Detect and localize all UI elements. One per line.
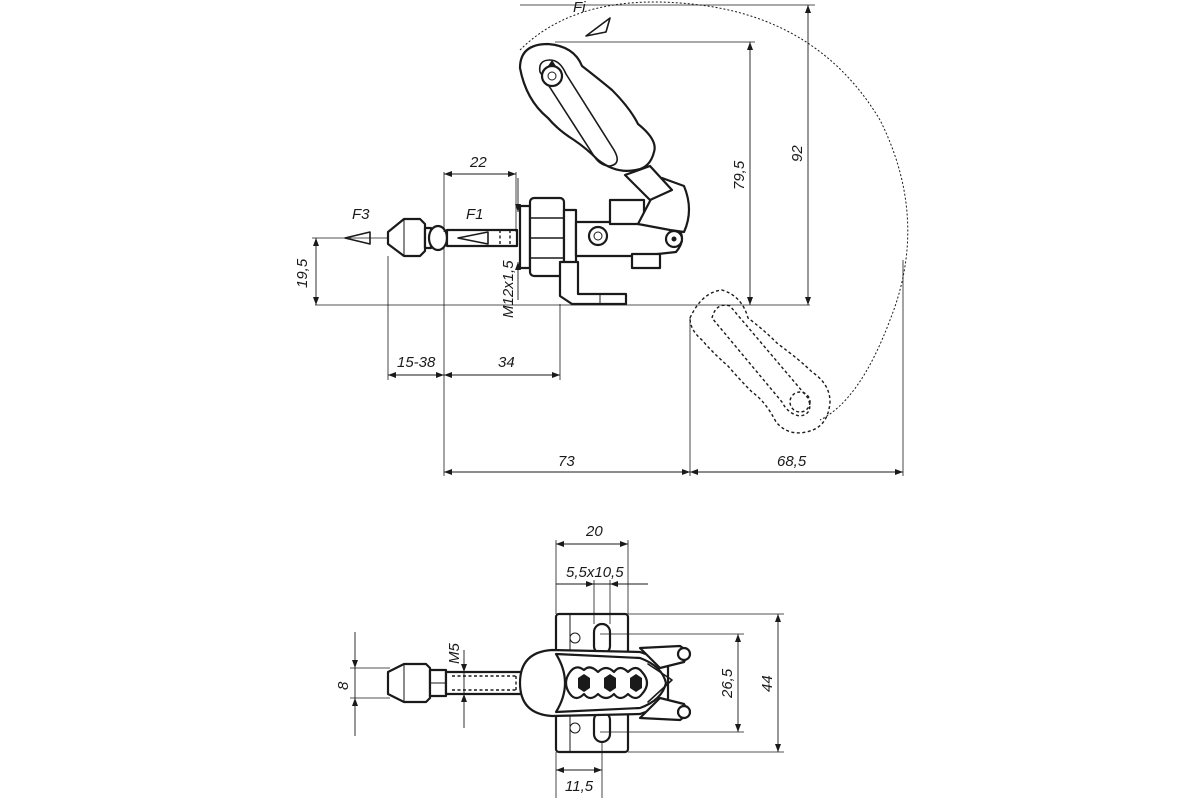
top-view: 20 5,5x10,5 M5 8 26,5 44 11,5 [335,523,784,798]
plunger-tip [386,217,519,258]
force-fi-label: Fi [573,0,586,16]
force-f3-label: F3 [352,206,370,223]
linkage [574,164,691,270]
dim-92-label: 92 [789,145,806,162]
force-f1-label: F1 [466,206,484,223]
dim-73-label: 73 [558,453,575,470]
m5-label: M5 [446,643,463,664]
dim-8-label: 8 [335,681,352,690]
dim-22-label: 22 [469,154,487,171]
fi-arrow [585,17,611,37]
dim-19-5-label: 19,5 [294,258,311,288]
dim-79-5-label: 79,5 [731,160,748,190]
handle-open [689,289,831,434]
dim-44-label: 44 [759,675,776,692]
dim-11-5-label: 11,5 [565,778,594,795]
handle-closed [518,42,656,172]
side-view: 22 79,5 92 19,5 M12x1,5 15-38 34 73 68,5… [294,0,909,476]
thread-label: M12x1,5 [500,260,517,318]
hex-nut [518,196,578,278]
dim-26-5-label: 26,5 [719,668,736,699]
dim-20-label: 20 [585,523,603,540]
dim-68-5-label: 68,5 [777,453,807,470]
dim-15-38-label: 15-38 [397,354,436,371]
dim-34-label: 34 [498,354,515,371]
slot-label: 5,5x10,5 [566,564,624,581]
mounting-bracket [558,260,628,306]
